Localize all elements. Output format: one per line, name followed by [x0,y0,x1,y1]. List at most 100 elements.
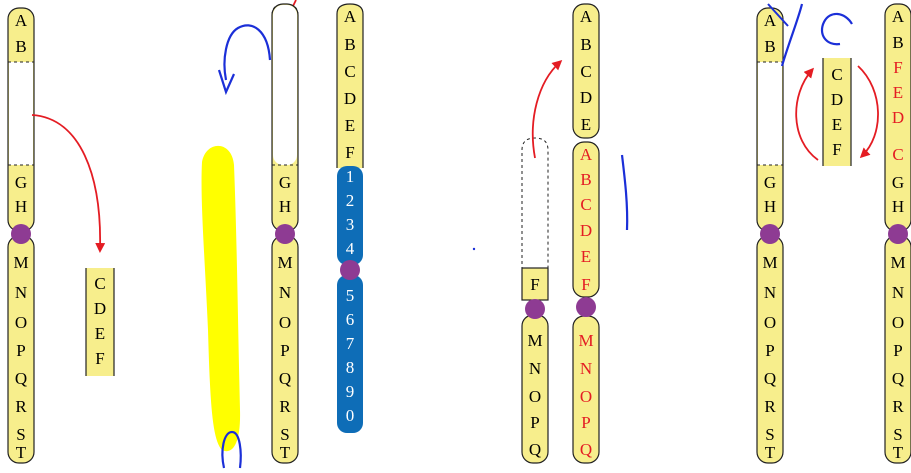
centromere-dot [525,299,545,319]
gene-label: C [580,195,591,214]
centromere-dot [11,224,31,244]
gene-label: B [764,37,775,56]
gene-label: F [832,140,841,159]
gene-label: E [95,324,105,343]
gene-label: O [892,313,904,332]
gene-label: M [890,253,905,272]
gene-label: N [279,283,291,302]
ink-stroke [767,3,789,27]
gene-label: G [892,173,904,192]
gene-label: A [764,11,777,30]
centromere-dot [275,224,295,244]
gene-label: S [893,425,902,444]
gene-label: 2 [346,191,355,210]
gene-label: C [94,274,105,293]
gene-label: F [345,143,354,162]
stray-dot [472,247,476,251]
gene-label: N [580,359,592,378]
gene-label: P [893,341,902,360]
gene-label: M [527,331,542,350]
gene-label: M [762,253,777,272]
gene-label: B [580,35,591,54]
gene-label: E [581,115,591,134]
deleted-fragment: C D E F [85,268,115,376]
chromosome-deleted: G H M N O P Q R S T [271,3,299,464]
chromosome-inverted: A B F E D C G H M N O P Q R S T [884,3,911,464]
ink-stroke [620,154,629,231]
gene-label: C [831,65,842,84]
gene-label: E [345,116,355,135]
gene-label: S [280,425,289,444]
gene-label: Q [15,369,27,388]
centromere-dot [340,260,360,280]
gene-label: P [16,341,25,360]
gene-label: Q [764,369,776,388]
inversion-fragment: C D E F [822,58,852,166]
gene-label: T [893,443,904,462]
gene-label: D [831,90,843,109]
inversion-arrow-up [795,67,819,161]
gene-label: D [580,88,592,107]
chromosome-donor: F M N O P Q [521,137,549,464]
highlighter-stroke [201,145,241,452]
gene-label: 4 [346,239,355,258]
gene-label: C [344,62,355,81]
gene-label: D [892,108,904,127]
gene-label: 9 [346,382,355,401]
chromosome-reciprocal-partner: A B C D E F 1 2 3 4 5 6 7 8 9 0 [336,3,364,433]
gene-label: N [764,283,776,302]
centromere-dot [888,224,908,244]
chromosome-original: A B G H M N O P Q R S T [7,7,35,464]
gene-label: D [580,221,592,240]
ink-loop [221,430,242,469]
gene-label: M [578,331,593,350]
gene-label: P [280,341,289,360]
ink-arrow-head [217,69,236,96]
centromere-dot [576,297,596,317]
gene-label: H [892,197,904,216]
gene-label: O [15,313,27,332]
gene-label: A [580,7,593,26]
gene-label: B [344,35,355,54]
gene-label: B [15,37,26,56]
gene-label: E [893,83,903,102]
gene-label: M [13,253,28,272]
gene-label: H [764,197,776,216]
gene-label: F [95,349,104,368]
gene-label: H [279,197,291,216]
ink-stroke [780,3,804,67]
gene-label: T [16,443,27,462]
gene-label: O [764,313,776,332]
gene-label: P [581,413,590,432]
gene-label: R [764,397,776,416]
gene-label: Q [529,440,541,459]
gene-label: B [580,170,591,189]
gene-label: A [580,145,593,164]
gene-label: S [765,425,774,444]
gene-label: Q [580,440,592,459]
gene-label: F [530,275,539,294]
translocation-arrow [531,59,563,159]
gene-label: M [277,253,292,272]
ink-arrow-curve [223,24,272,81]
gene-label: N [892,283,904,302]
gene-label: A [892,7,905,26]
gene-label: F [893,58,902,77]
gene-label: O [580,387,592,406]
gene-label: E [832,115,842,134]
gene-label: 7 [346,334,355,353]
gene-label: A [15,11,28,30]
gene-label: C [892,145,903,164]
ink-c-curve [820,12,853,46]
chromosome-translocated: A B C D E A B C D E F M N O P Q [572,3,600,464]
gene-label: Q [892,369,904,388]
gene-label: 1 [346,167,355,186]
gene-label: R [279,397,291,416]
gene-label: A [344,7,357,26]
centromere-dot [760,224,780,244]
gene-label: T [765,443,776,462]
gene-label: 0 [346,406,355,425]
deletion-arrow [31,114,106,253]
gene-label: C [580,62,591,81]
